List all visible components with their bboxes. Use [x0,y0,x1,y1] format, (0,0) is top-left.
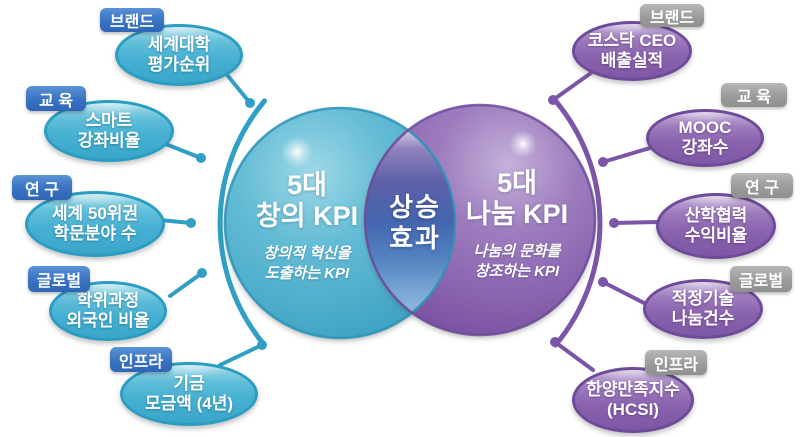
sharing-title-line2: 나눔 KPI [465,199,569,229]
badge-label: 글로벌 [36,273,82,290]
oval-world-univ-ranking: 세계대학 평가순위 [115,24,243,86]
right-leader-dots [548,95,619,347]
creative-kpi-title: 5대 창의 KPI [227,170,387,232]
oval-text-line: 평가순위 [147,55,211,74]
sharing-kpi-title: 5대 나눔 KPI [437,168,597,230]
badge-label: 브랜드 [109,14,155,31]
badge-label: 인프라 [653,356,699,374]
oval-world-top50-fields: 세계 50위권 학문분야 수 [25,191,165,257]
oval-degree-foreigner-ratio: 학위과정 외국인 비율 [49,281,167,341]
badge-research-right: 연 구 [731,173,793,198]
oval-appropriate-tech-sharing: 적정기술 나눔건수 [643,279,763,339]
oval-text-line: 모금액 (4년) [144,394,234,413]
synergy-line2: 효과 [389,223,441,253]
oval-text-line: 기금 [173,373,205,393]
creative-title-line1: 5대 [287,170,327,200]
badge-infra-right: 인프라 [645,350,707,375]
sharing-title-line1: 5대 [497,168,537,198]
badge-label: 인프라 [118,353,164,371]
synergy-lens [365,130,455,313]
sharing-subtitle-line2: 창조하는 KPI [474,263,560,280]
right-gloss-highlight [509,130,537,158]
badge-label: 연 구 [25,181,59,199]
oval-text-line: 강좌비율 [77,131,141,150]
oval-text-line: 외국인 비율 [66,311,150,330]
synergy-line1: 상승 [389,192,441,222]
badge-label: 교 육 [39,92,73,110]
creative-kpi-text: 5대 창의 KPI 창의적 혁신을 도출하는 KPI [227,170,387,284]
creative-circle-rim [223,106,457,340]
oval-text-line: (HCSI) [607,400,659,419]
oval-smart-lecture-ratio: 스마트 강좌비율 [44,100,174,162]
badge-education-right: 교 육 [721,83,787,107]
left-gloss-highlight [281,136,313,168]
oval-text-line: 배출실적 [600,51,664,70]
oval-text-line: 산학협력 [684,205,748,225]
oval-text-line: 학위과정 [76,290,140,310]
badge-label: 글로벌 [738,273,784,290]
sharing-kpi-subtitle: 나눔의 문화를 창조하는 KPI [437,242,597,282]
badge-label: 브랜드 [649,9,695,27]
badge-label: 교 육 [737,89,771,106]
oval-hanyang-satisfaction-index: 한양만족지수 (HCSI) [572,367,694,433]
creative-subtitle-line2: 도출하는 KPI [264,265,350,282]
sharing-circle-rim [363,103,597,337]
oval-text-line: 한양만족지수 [586,379,680,399]
oval-text-line: 나눔건수 [671,309,735,328]
creative-kpi-subtitle: 창의적 혁신을 도출하는 KPI [227,244,387,284]
oval-fund-raising: 기금 모금액 (4년) [120,362,258,426]
oval-text-line: 강좌수 [681,138,729,157]
oval-text-line: 학문분야 수 [53,224,137,243]
sharing-subtitle-line1: 나눔의 문화를 [473,243,561,260]
oval-mooc-courses: MOOC 강좌수 [646,109,764,167]
badge-label: 연 구 [745,179,779,197]
oval-kosdaq-ceo: 코스닥 CEO 배출실적 [572,21,692,81]
right-leader-lines [551,66,662,372]
oval-text-line: 세계대학 [147,34,211,54]
left-leader-dots [186,98,267,350]
badge-global-left: 글로벌 [28,266,90,292]
oval-text-line: 수익비율 [684,226,748,245]
oval-text-line: 코스닥 CEO [587,30,677,50]
oval-text-line: MOOC [678,117,732,137]
badge-brand-right: 브랜드 [640,4,704,27]
creative-subtitle-line1: 창의적 혁신을 [263,245,351,262]
synergy-text: 상승 효과 [365,192,465,254]
oval-industry-revenue-ratio: 산학협력 수익비율 [656,193,776,259]
right-outer-arc [553,98,603,348]
oval-text-line: 스마트 [85,110,133,130]
oval-text-line: 적정기술 [671,288,735,308]
badge-infra-left: 인프라 [110,347,172,372]
oval-text-line: 세계 50위권 [51,203,139,223]
creative-title-line2: 창의 KPI [255,201,359,231]
badge-global-right: 글로벌 [730,266,792,292]
sharing-kpi-text: 5대 나눔 KPI 나눔의 문화를 창조하는 KPI [437,168,597,282]
badge-education-left: 교 육 [26,86,86,111]
badge-research-left: 연 구 [12,175,72,200]
badge-brand-left: 브랜드 [100,8,164,32]
left-outer-arc [217,98,267,348]
